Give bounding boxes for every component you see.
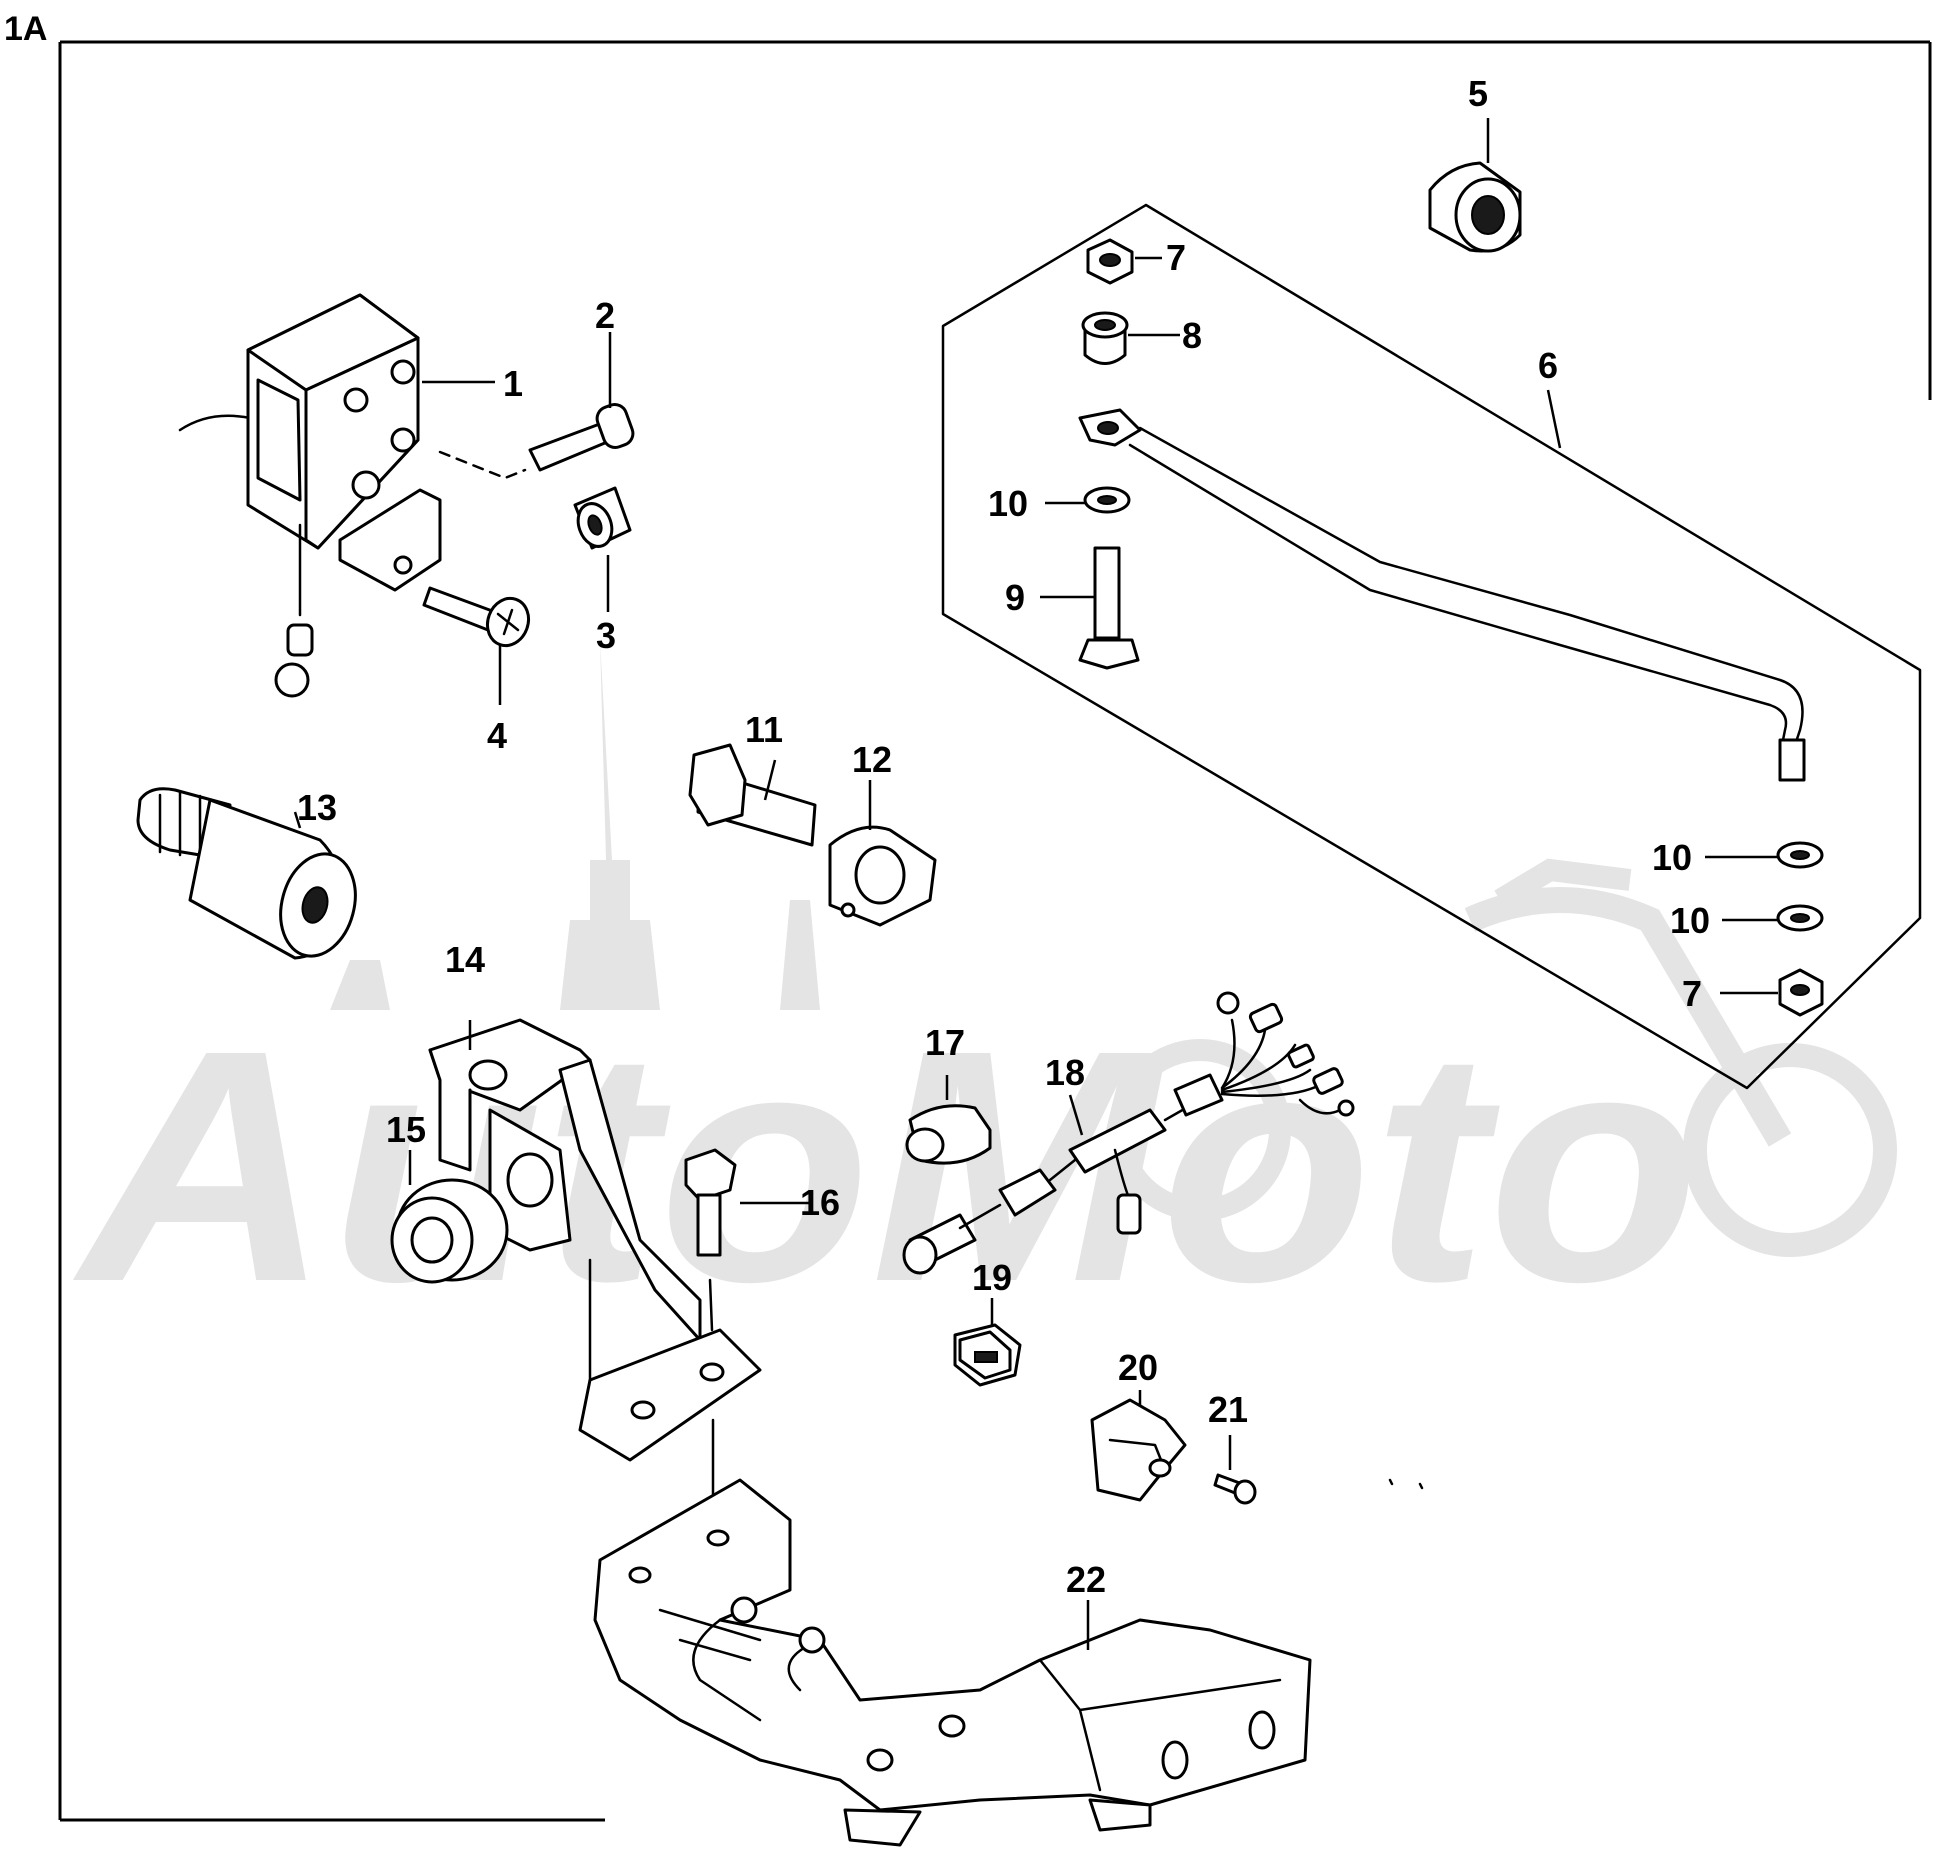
callout-17: 17 (925, 1022, 965, 1063)
callout-4: 4 (487, 715, 507, 756)
callout-18: 18 (1045, 1052, 1085, 1093)
part-19-cover (953, 1323, 1022, 1387)
callout-13: 13 (297, 787, 337, 828)
callout-6: 6 (1538, 345, 1558, 386)
callout-10-c: 10 (1670, 900, 1710, 941)
part-1-solenoid (178, 293, 442, 698)
callout-7-top: 7 (1166, 237, 1186, 278)
diagram-frame: 1A (4, 10, 1932, 1822)
callout-16: 16 (800, 1182, 840, 1223)
callout-5: 5 (1468, 73, 1488, 114)
callout-20: 20 (1118, 1347, 1158, 1388)
part-21-screw (1213, 1473, 1257, 1505)
callout-14: 14 (445, 939, 485, 980)
part-2-bolt (528, 403, 635, 472)
callout-22: 22 (1066, 1559, 1106, 1600)
watermark: AutoMoto (69, 640, 1897, 1350)
callout-10-b: 10 (1652, 837, 1692, 878)
part-5-nut (1428, 161, 1522, 253)
callout-7-bottom: 7 (1682, 973, 1702, 1014)
callout-9: 9 (1005, 577, 1025, 618)
callout-15: 15 (386, 1109, 426, 1150)
callout-3: 3 (596, 615, 616, 656)
part-7-nut-top (1086, 238, 1134, 285)
part-14-bracket (428, 1018, 762, 1462)
part-18-harness (902, 991, 1355, 1275)
callout-2: 2 (595, 295, 615, 336)
leader-lines (293, 118, 1778, 1650)
part-9-bolt (1078, 546, 1140, 670)
part-17-plug (905, 1104, 992, 1165)
callout-12: 12 (852, 739, 892, 780)
part-7-nut-bottom (1778, 968, 1824, 1017)
kit-outline (941, 203, 1922, 1090)
part-22-main-bracket (593, 1478, 1312, 1847)
callout-11: 11 (745, 709, 783, 750)
part-11-bolt (688, 743, 817, 847)
watermark-text: AutoMoto (69, 981, 1700, 1350)
callout-1: 1 (503, 363, 523, 404)
part-3-sleeve (573, 486, 632, 550)
part-13-barrel (136, 787, 357, 960)
part-15-grommet (390, 1178, 509, 1284)
part-10-washer-b (1776, 841, 1824, 869)
part-16-bolt (684, 1148, 737, 1257)
callout-10-a: 10 (988, 483, 1028, 524)
callout-21: 21 (1208, 1389, 1248, 1430)
part-10-washer-a (1083, 486, 1131, 514)
part-10-washer-c (1776, 904, 1824, 932)
part-8-sleeve (1081, 311, 1129, 365)
part-12-bushing (828, 825, 937, 927)
callouts: 1 2 3 4 5 6 7 8 9 10 10 10 7 11 12 13 14… (297, 73, 1710, 1600)
part-4-screw (422, 586, 531, 648)
callout-8: 8 (1182, 315, 1202, 356)
callout-19: 19 (972, 1257, 1012, 1298)
part-6-rod (1078, 408, 1806, 782)
part-20-clamp (1090, 1398, 1187, 1502)
section-label: 1A (4, 10, 47, 48)
